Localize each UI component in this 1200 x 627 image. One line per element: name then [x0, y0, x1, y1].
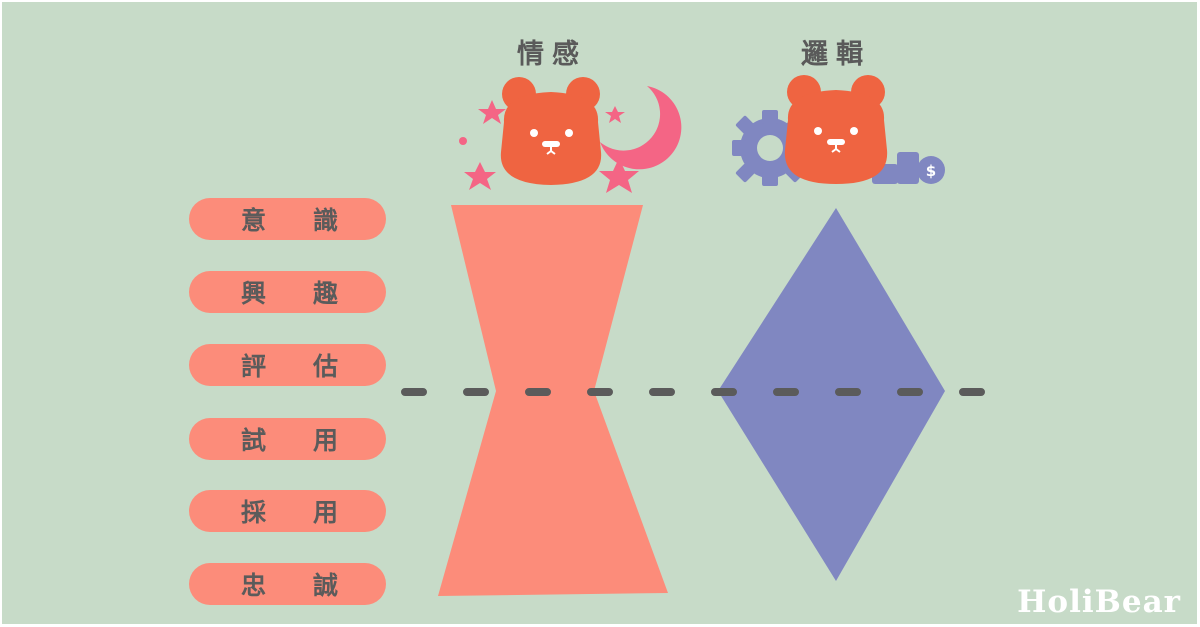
emotion-funnel-shape: [438, 205, 668, 596]
dollar-icon: $: [926, 162, 936, 180]
star-icon: [599, 158, 639, 193]
star-icon: [464, 162, 496, 190]
stage-label-left: 忠: [241, 571, 267, 600]
stage-label-right: 用: [312, 498, 338, 527]
stage-label-left: 意: [241, 206, 267, 235]
stage-pill-trial: 試 用: [189, 418, 386, 460]
stage-label-right: 用: [312, 426, 338, 455]
stage-label-right: 估: [312, 352, 338, 381]
holibear-logo: HoliBear: [1017, 584, 1181, 620]
stage-label-left: 採: [241, 498, 267, 527]
emotion-title: 情感: [517, 39, 587, 70]
stage-label-right: 趣: [312, 279, 338, 308]
stage-pill-interest: 興 趣: [189, 271, 386, 313]
stage-pill-adoption: 採 用: [189, 490, 386, 532]
moon-icon: [600, 86, 682, 170]
star-icon: [478, 100, 506, 124]
emotion-bear-icon: [459, 77, 682, 193]
stage-label-right: 誠: [312, 571, 338, 600]
stage-label-right: 識: [312, 206, 338, 235]
logic-title: 邏輯: [801, 39, 871, 70]
sparkle-dot-icon: [459, 137, 467, 145]
stage-label-left: 試: [241, 426, 267, 455]
coins-icon: [872, 152, 945, 184]
stage-pill-awareness: 意 識: [189, 198, 386, 240]
logic-diamond-shape: [718, 208, 945, 581]
logic-bear-icon: $: [732, 75, 945, 186]
star-icon: [605, 106, 625, 123]
stage-pill-evaluation: 評 估: [189, 344, 386, 386]
stage-pill-loyalty: 忠 誠: [189, 563, 386, 605]
stage-label-left: 評: [241, 352, 267, 381]
stage-label-left: 興: [241, 279, 267, 308]
